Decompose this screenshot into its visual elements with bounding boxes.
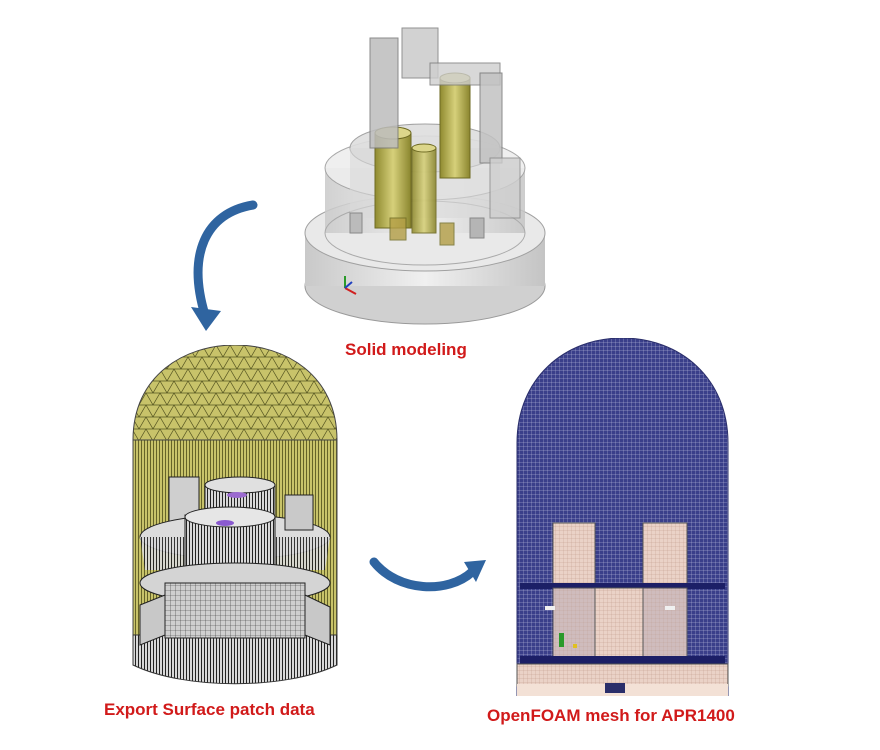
curved-arrow-icon: [175, 195, 265, 335]
caption-openfoam-mesh: OpenFOAM mesh for APR1400: [487, 706, 735, 725]
caption-solid-modeling: Solid modeling: [345, 340, 467, 359]
curved-arrow-icon: [368, 552, 488, 597]
openfoam-mesh-figure: [515, 338, 730, 696]
solid-model-figure: [290, 18, 560, 333]
caption-export-surface: Export Surface patch data: [104, 700, 315, 719]
surface-patch-figure: [125, 345, 345, 695]
